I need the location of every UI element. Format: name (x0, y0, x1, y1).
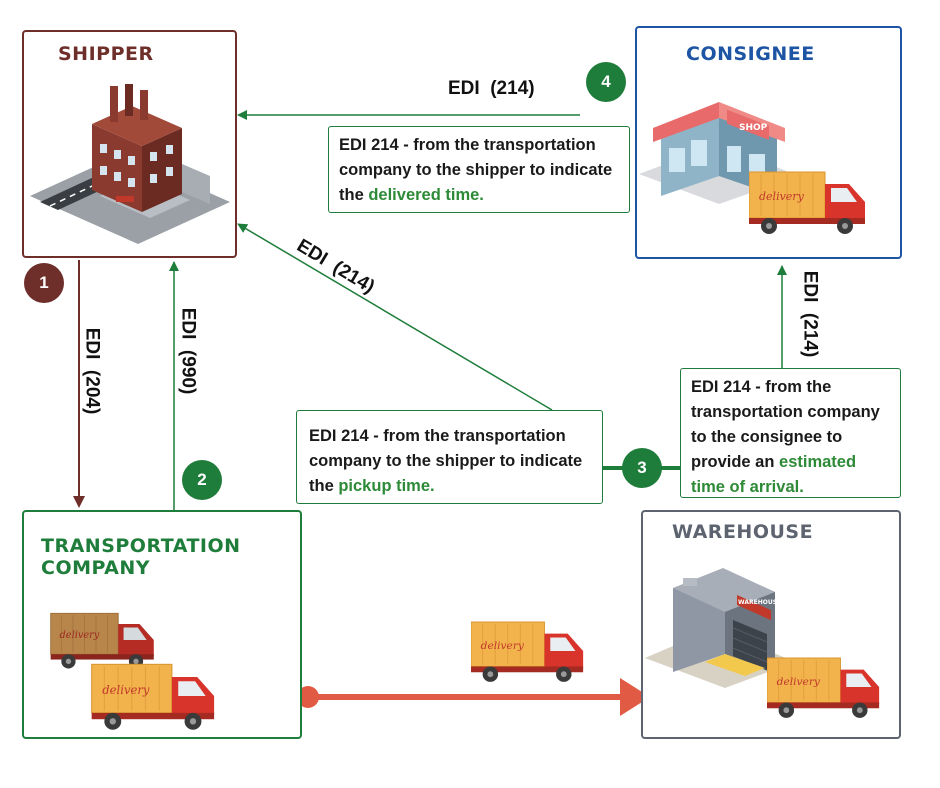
step-4-badge: 4 (586, 62, 626, 102)
consignee-node: CONSIGNEE SHOP delivery (635, 26, 902, 259)
callout-eta-text: EDI 214 - from the transportation compan… (691, 378, 880, 471)
callout-eta: EDI 214 - from the transportation compan… (680, 368, 901, 498)
consignee-title: CONSIGNEE (686, 43, 815, 65)
warehouse-node: WAREHOUSE WAREHOUSE delivery (641, 510, 901, 739)
callout-pickup-highlight: pickup time. (338, 477, 435, 495)
warehouse-sign-text: WAREHOUSE (738, 599, 781, 606)
callout-eta-highlight: estimated time of arrival. (691, 453, 857, 496)
callout-delivered-highlight: delivered time. (368, 186, 484, 204)
in-transit-truck-text: delivery (481, 639, 525, 652)
callout-delivered-time: EDI 214 - from the transportation compan… (328, 126, 630, 213)
callout-pickup-time: EDI 214 - from the transportation compan… (296, 410, 603, 504)
transport-title-line1: TRANSPORTATION (41, 535, 241, 557)
edge-214-diagonal-arrow (237, 223, 553, 411)
shipper-title: SHIPPER (58, 43, 154, 65)
transport-truck-back-text: delivery (60, 630, 100, 641)
warehouse-truck-text: delivery (777, 675, 821, 688)
transport-node: TRANSPORTATION COMPANY delivery delivery (22, 510, 302, 739)
step-2-badge: 2 (182, 460, 222, 500)
step-3-badge: 3 (622, 448, 662, 488)
transport-truck-back: delivery (50, 612, 154, 669)
warehouse-delivery-truck: delivery (767, 657, 880, 718)
transport-truck-front-text: delivery (102, 683, 150, 697)
edge-204-label: EDI (204) (81, 327, 103, 415)
warehouse-title: WAREHOUSE (672, 521, 814, 543)
shipment-arrowhead (620, 678, 650, 716)
consignee-truck-text: delivery (759, 190, 805, 203)
edge-990-label: EDI (990) (177, 307, 199, 395)
callout-delivered-text: EDI 214 - from the transportation compan… (339, 136, 613, 204)
warehouse-illustration: WAREHOUSE (645, 568, 795, 688)
transport-title-line2: COMPANY (41, 557, 151, 579)
factory-illustration (30, 84, 230, 244)
consignee-delivery-truck: delivery (749, 171, 865, 234)
edge-214-top-label: EDI (214) (448, 78, 535, 99)
transport-truck-front: delivery (91, 663, 215, 730)
step-1-badge: 1 (24, 263, 64, 303)
shop-sign-text: SHOP (739, 123, 768, 133)
in-transit-truck: delivery (471, 621, 584, 682)
edge-214-right-label: EDI (214) (799, 270, 821, 358)
callout-pickup-text: EDI 214 - from the transportation compan… (309, 427, 583, 495)
shipper-node: SHIPPER (22, 30, 237, 258)
